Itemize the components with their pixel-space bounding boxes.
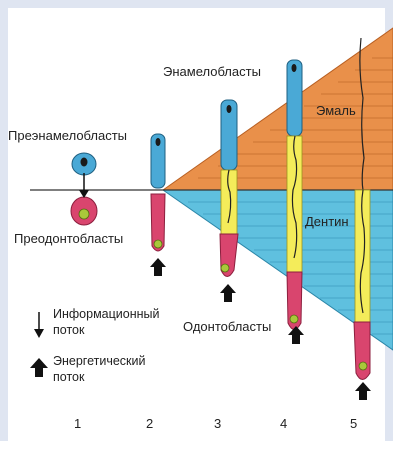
legend-energy-line2: поток — [53, 370, 84, 384]
stage-5-cells — [354, 30, 371, 400]
label-odontoblasts: Одонтобласты — [183, 319, 271, 334]
energy-flow-arrow-icon — [30, 358, 48, 377]
legend-info-line1: Информационный — [53, 307, 160, 321]
stage-1-cells — [71, 153, 97, 225]
legend-energy-line1: Энергетический — [53, 354, 145, 368]
legend-energy-flow: Энергетический поток — [53, 353, 145, 385]
legend-info-line2: поток — [53, 323, 84, 337]
stage-number-3: 3 — [214, 416, 221, 431]
label-enamel: Эмаль — [316, 103, 356, 118]
label-dentin: Дентин — [305, 214, 349, 229]
stage-number-5: 5 — [350, 416, 357, 431]
legend-info-flow: Информационный поток — [53, 306, 160, 338]
stage-number-2: 2 — [146, 416, 153, 431]
stage-number-1: 1 — [74, 416, 81, 431]
info-flow-arrow-icon — [34, 312, 44, 338]
stage-4-cells — [287, 60, 304, 344]
label-preodontoblasts: Преодонтобласты — [14, 231, 123, 246]
label-preenameloblasts: Преэнамелобласты — [8, 128, 127, 143]
stage-3-cells — [220, 100, 238, 302]
stage-2-cells — [150, 134, 166, 276]
label-enameloblasts: Энамелобласты — [163, 64, 261, 79]
stage-number-4: 4 — [280, 416, 287, 431]
